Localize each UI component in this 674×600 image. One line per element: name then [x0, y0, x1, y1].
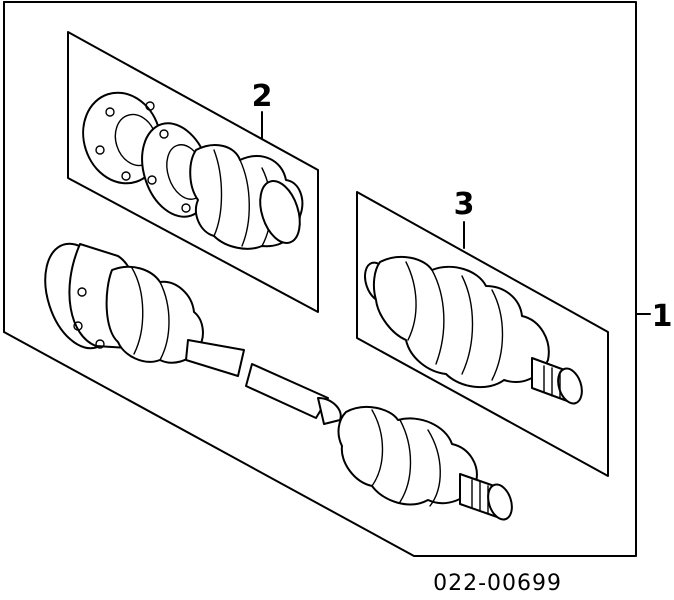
inner-joint-kit-box — [67, 31, 319, 313]
callout-2: 2 — [252, 79, 273, 114]
part-number: 022-00699 — [433, 571, 562, 596]
assembly-frame — [3, 1, 637, 557]
outer-joint-kit-illustration — [364, 255, 583, 405]
inner-joint-kit-illustration — [82, 91, 304, 250]
cv-axle-shaft-illustration — [44, 242, 513, 521]
callout-3: 3 — [454, 187, 475, 222]
callout-1: 1 — [652, 299, 673, 334]
outer-joint-kit-box — [356, 191, 609, 477]
